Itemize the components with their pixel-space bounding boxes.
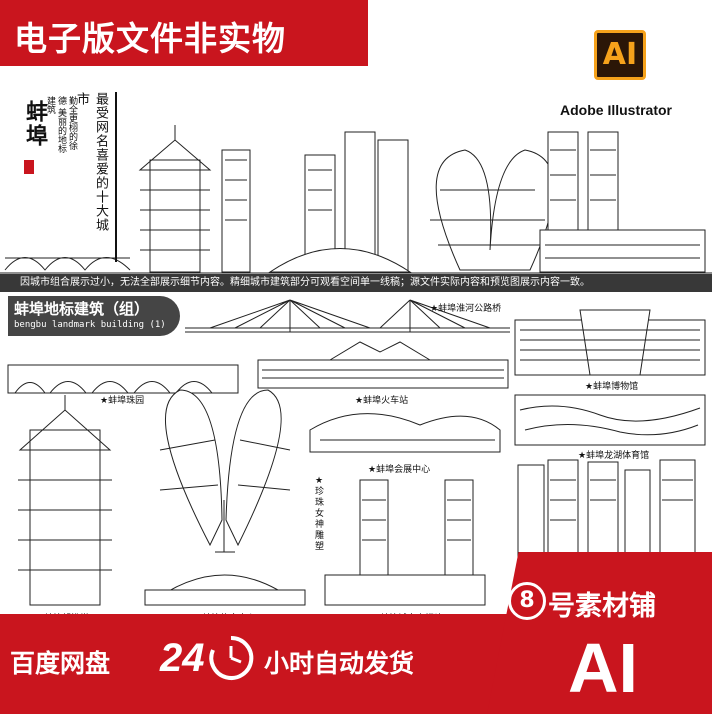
station-drawing: [257, 341, 509, 389]
expo-drawing: [309, 413, 501, 453]
statue-drawing: [159, 389, 291, 553]
footer-cloud-disk: 百度网盘: [10, 649, 111, 678]
notice-bar: 因城市组合展示过小，无法全部展示细节内容。精细城市建筑部分可观看空间单一线稿；源…: [0, 274, 712, 292]
shop-name: 号素材铺: [548, 591, 656, 622]
shop-tag: [487, 552, 712, 714]
section-title: 蚌埠地标建筑（组）: [14, 300, 150, 318]
section-subtitle: bengbu landmark building (1): [14, 320, 166, 330]
caption-museum: ★蚌埠博物馆: [585, 382, 639, 392]
seal-stamp: [24, 160, 34, 174]
top-banner: [0, 0, 368, 66]
gym-drawing: [514, 394, 706, 446]
sports-drawing: [144, 574, 306, 606]
caption-bridge: ★蚌埠淮河公路桥: [430, 304, 502, 314]
caption-zhuyuan: ★蚌埠珠园: [100, 396, 145, 406]
footer-hours: 24: [160, 636, 205, 680]
poster-divider: [115, 92, 117, 262]
section-title-box: [8, 296, 180, 336]
landmarks-illustration: [7, 299, 706, 606]
poster-slogan-small: 勤全更栩的徐德 美丽的地标建筑: [45, 96, 77, 153]
caption-station: ★蚌埠火车站: [355, 396, 409, 406]
poster-slogan-big: 最受网名喜爱的十大城市: [74, 92, 108, 232]
highrise-drawing: [324, 479, 486, 606]
caption-gym: ★蚌埠龙湖体育馆: [578, 451, 650, 461]
software-name: Adobe Illustrator: [560, 102, 673, 118]
footer-auto-delivery: 小时自动发货: [264, 649, 415, 678]
caption-expo: ★蚌埠会展中心: [368, 465, 431, 475]
right-towers-drawing: [517, 459, 696, 566]
banner-title: 电子版文件非实物: [14, 19, 286, 58]
museum-drawing: [514, 309, 706, 376]
header-skyline-illustration: [0, 125, 712, 274]
city-name: 蚌埠: [22, 100, 47, 148]
caption-statue: ★珍珠女神雕塑: [315, 476, 325, 552]
clock-icon: [209, 635, 254, 680]
tower-drawing: [18, 395, 112, 606]
illustrator-logo-icon: AI: [594, 30, 646, 80]
zhuyuan-drawing: [7, 364, 239, 394]
shop-number-badge: 8: [508, 582, 546, 620]
file-format-label: AI: [568, 629, 638, 707]
bridge-drawing: [185, 299, 510, 333]
